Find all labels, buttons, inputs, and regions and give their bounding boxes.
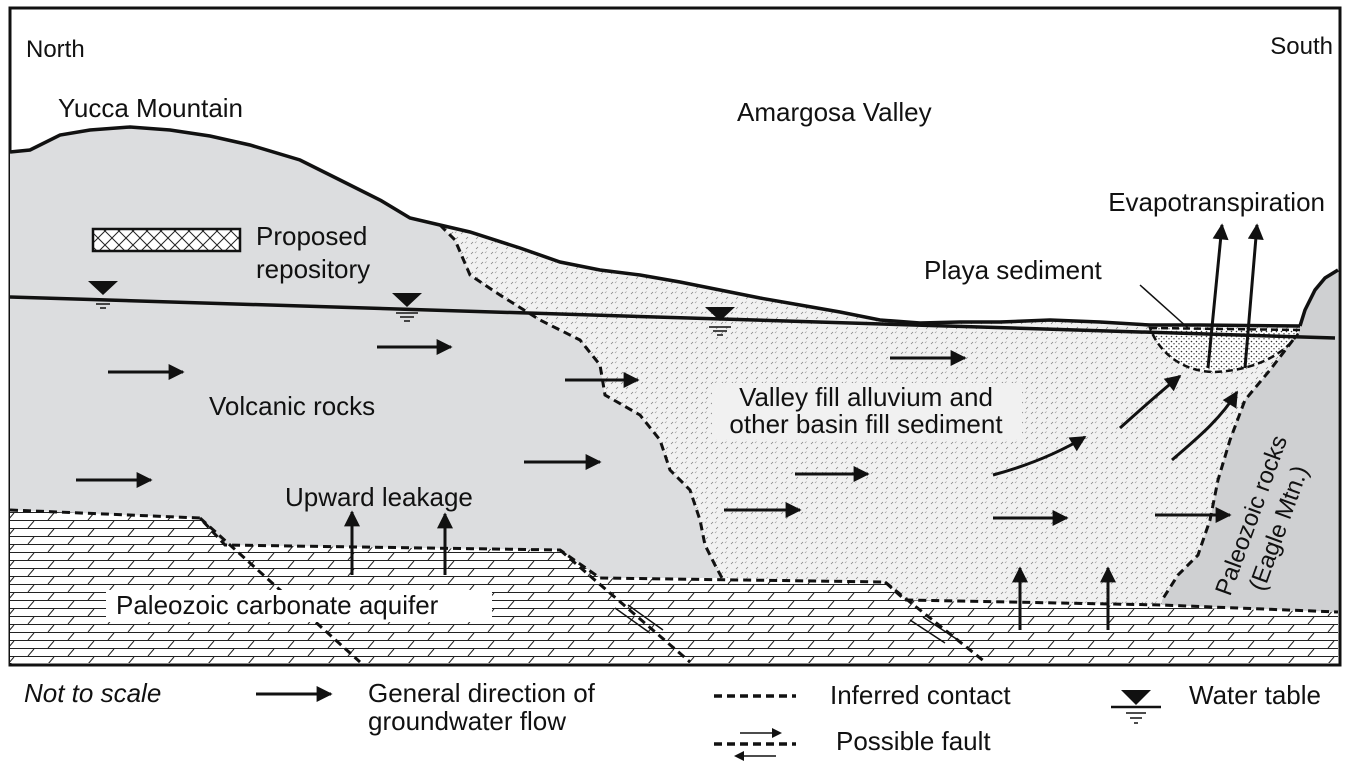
evapotranspiration-arrows — [1206, 223, 1264, 369]
playa-leader-line — [1139, 284, 1189, 329]
upward-leakage-label: Upward leakage — [285, 482, 473, 512]
proposed-repository-label-2: repository — [256, 254, 370, 284]
flow-legend-label: General direction of — [368, 678, 596, 708]
water-table-icon — [705, 307, 735, 336]
water-table-label: Water table — [1189, 680, 1321, 710]
inferred-contact-lines — [9, 223, 1339, 614]
proposed-repository-label: Proposed — [256, 221, 367, 251]
amargosa-valley-label: Amargosa Valley — [737, 97, 932, 127]
water-table-icon — [392, 293, 422, 322]
north-label: North — [26, 36, 85, 63]
possible-fault-icon — [714, 728, 796, 761]
volcanic-rocks-label: Volcanic rocks — [209, 391, 375, 421]
valley-fill-label-bg — [712, 383, 1022, 439]
south-label: South — [1270, 33, 1333, 60]
eagle-mtn-surface — [1298, 268, 1339, 327]
water-table-legend-icon — [1111, 690, 1161, 724]
evapotranspiration-label: Evapotranspiration — [1108, 187, 1325, 217]
playa-sediment-label: Playa sediment — [924, 255, 1103, 285]
carbonate-aquifer-label: Paleozoic carbonate aquifer — [116, 590, 439, 620]
flow-legend-label-2: groundwater flow — [368, 706, 566, 736]
valley-fill-label: Valley fill alluvium and — [739, 382, 993, 412]
legend: Not to scale General direction of ground… — [24, 678, 1321, 761]
water-table-line — [9, 295, 1336, 340]
carbonate-aquifer-layer — [10, 510, 1338, 663]
ground-surface — [9, 125, 1301, 328]
groundwater-flow-arrows — [76, 339, 1239, 526]
carbonate-label-bg — [106, 590, 492, 622]
not-to-scale-label: Not to scale — [24, 678, 161, 708]
inferred-contact-label: Inferred contact — [830, 680, 1011, 710]
fault-slip-arrows — [614, 604, 959, 644]
eagle-mtn-layer — [1162, 270, 1338, 612]
valley-fill-label-2: other basin fill sediment — [729, 409, 1003, 439]
yucca-mountain-label: Yucca Mountain — [58, 93, 243, 123]
upward-leakage-arrows — [344, 510, 1116, 630]
possible-fault-label: Possible fault — [836, 726, 991, 756]
proposed-repository-box — [91, 227, 242, 253]
water-table-icon — [88, 281, 118, 309]
